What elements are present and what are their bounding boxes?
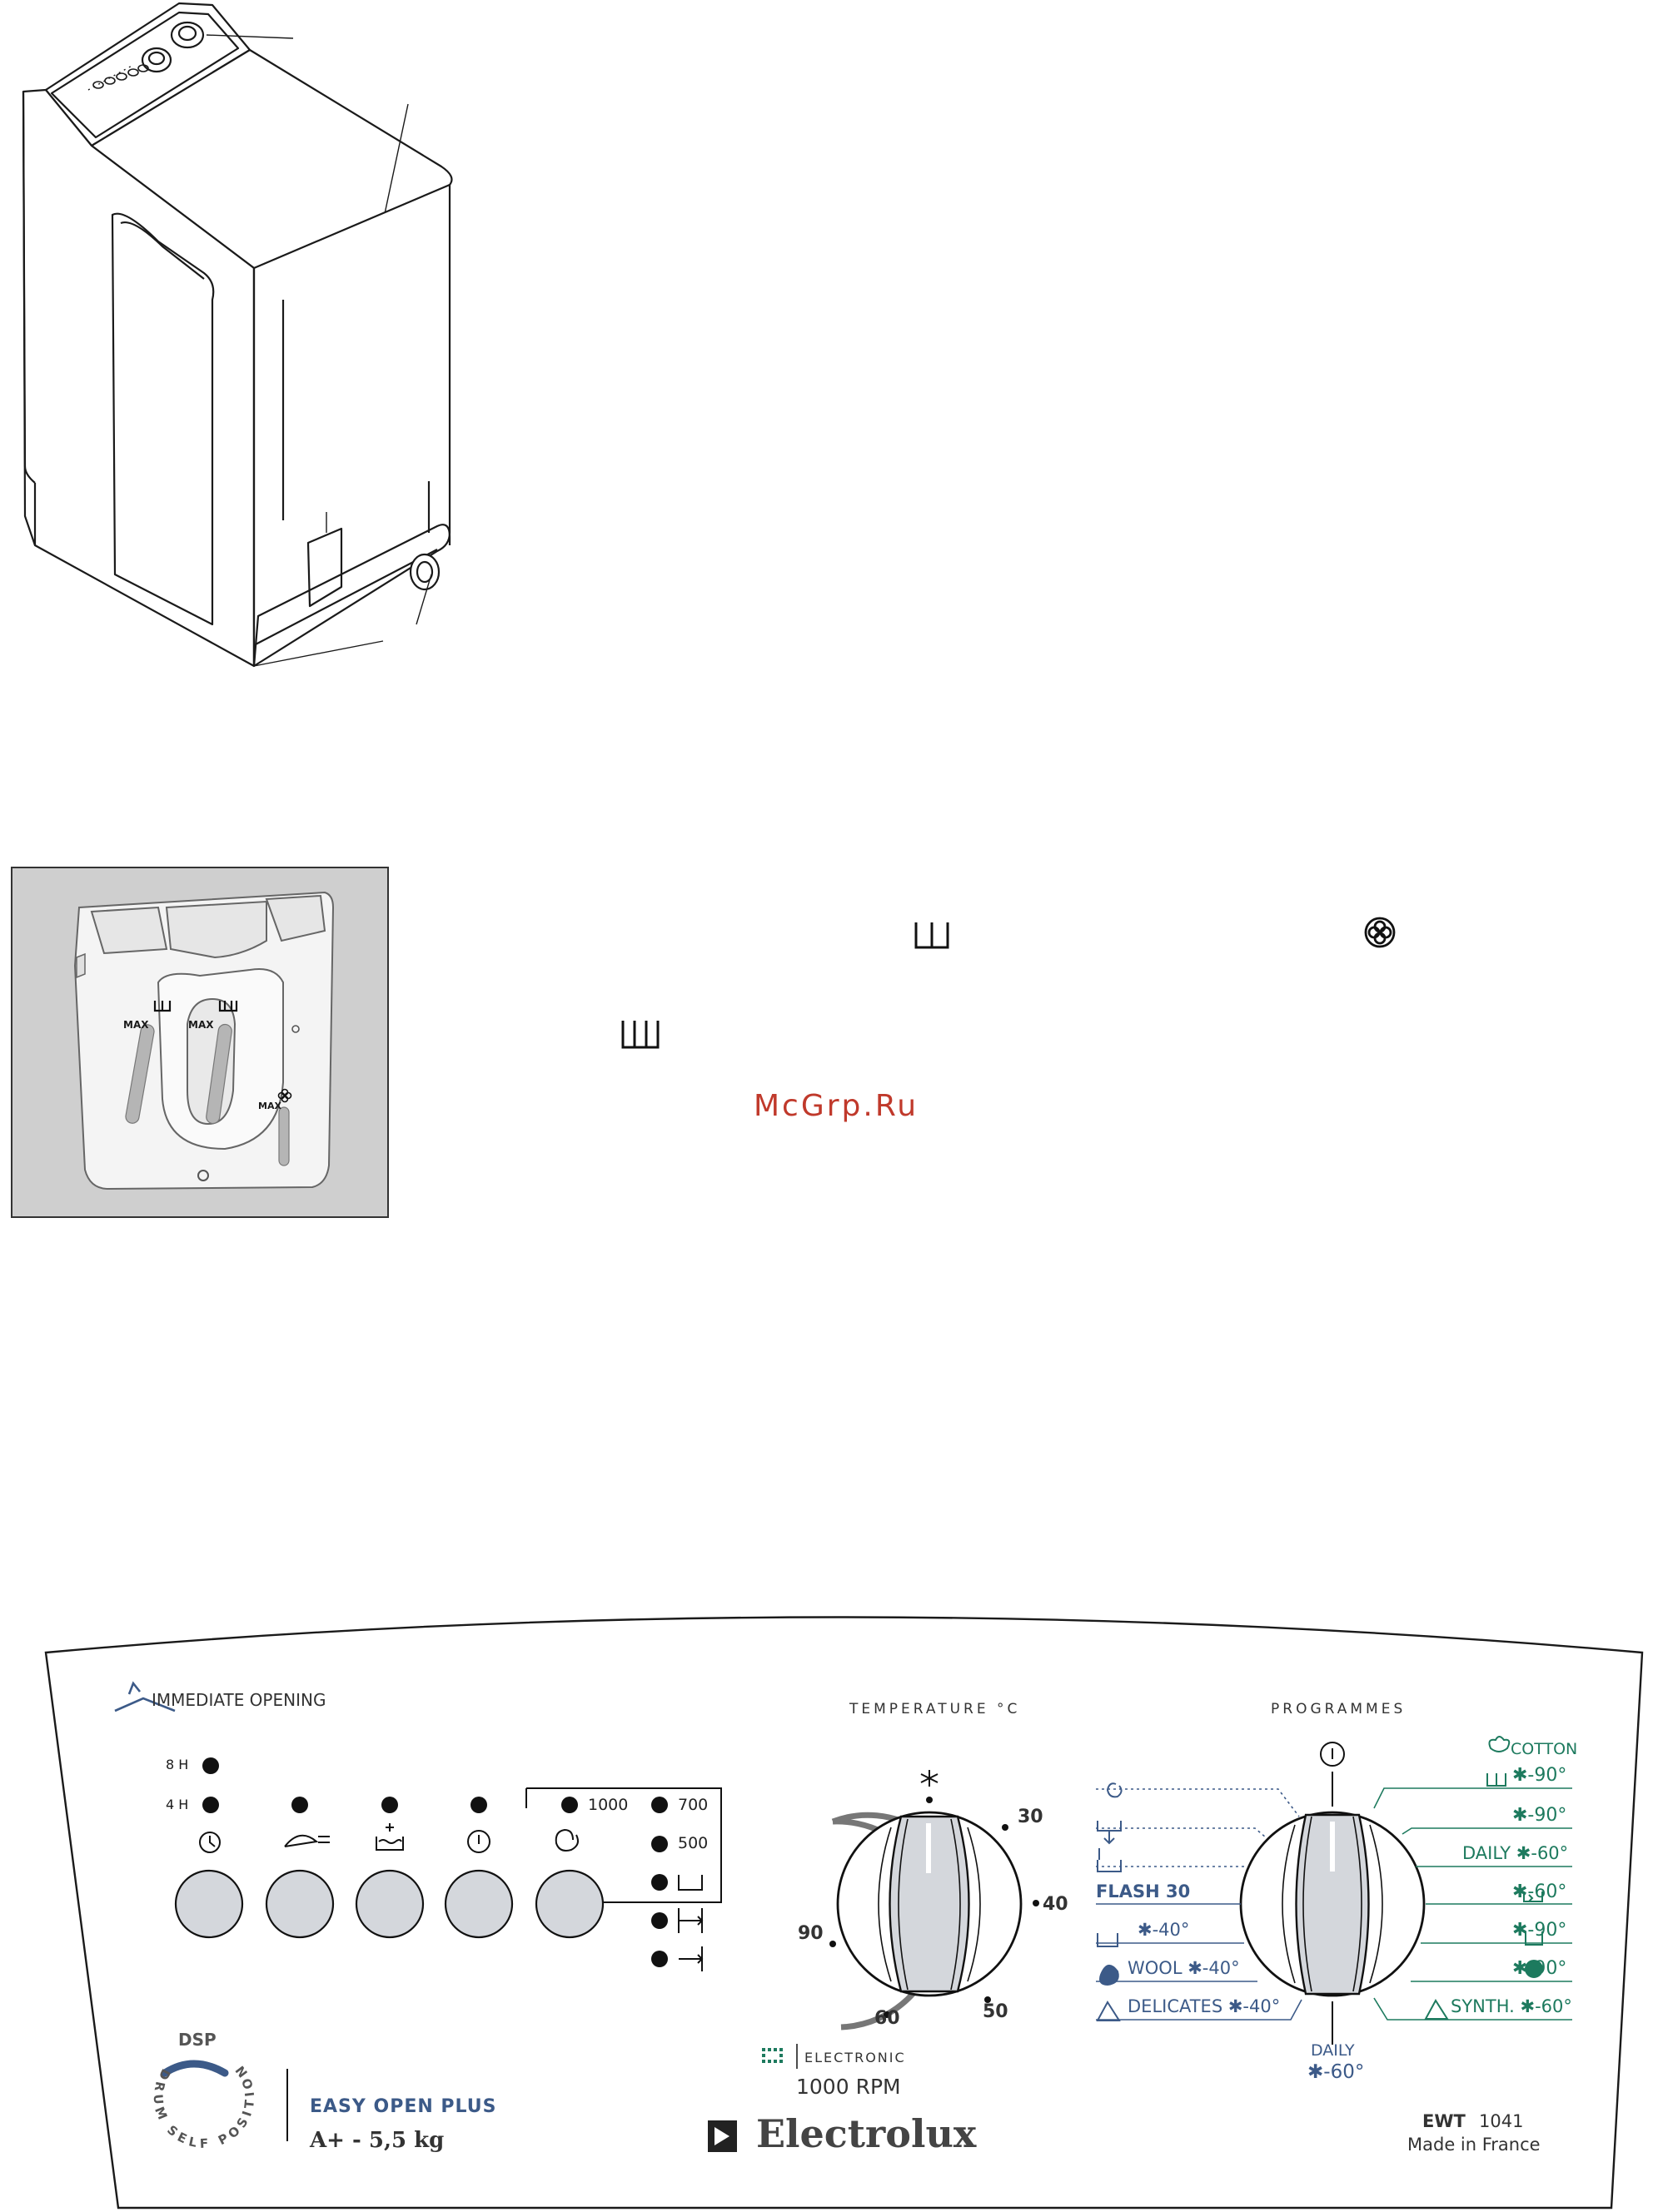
dsp-label: DSP [178, 2030, 217, 2050]
temp-90-label: 90 [798, 1923, 824, 1944]
rpm-label: 1000 RPM [796, 2075, 901, 2099]
programme-biological: ✱-90° [1512, 1958, 1567, 1979]
max-label-1: MAX [123, 1019, 149, 1031]
timer-8h-label: 8 H [166, 1757, 189, 1772]
temp-40-label: 40 [1043, 1894, 1068, 1915]
easy-open-plus-label: EASY OPEN PLUS [310, 2096, 497, 2117]
watermark-text: McGrp.Ru [754, 1089, 919, 1123]
programme-cotton-prewash: ✱-90° [1512, 1765, 1567, 1786]
washing-machine-illustration [22, 2, 453, 668]
programme-cotton-label: COTTON [1511, 1740, 1578, 1758]
energy-capacity-label: A+ - 5,5 kg [310, 2128, 445, 2153]
programme-synthetics: SYNTH. ✱-60° [1451, 1996, 1572, 2016]
max-label-2: MAX [188, 1019, 214, 1031]
programme-cotton: ✱-90° [1512, 1805, 1567, 1826]
programme-flash-30: FLASH 30 [1096, 1881, 1191, 1901]
programmes-title: PROGRAMMES [1271, 1701, 1407, 1717]
temp-60-label: 60 [874, 2008, 900, 2029]
programme-daily-bottom-label: DAILY [1311, 2041, 1355, 2060]
speed-500-label: 500 [678, 1834, 709, 1852]
programme-handwash: ✱-40° [1138, 1920, 1190, 1940]
programme-daily-bottom-temp: ✱-60° [1307, 2061, 1365, 2083]
speed-1000-label: 1000 [588, 1796, 629, 1814]
made-in-label: Made in France [1407, 2135, 1541, 2155]
model-number: 1041 [1479, 2111, 1524, 2131]
timer-4h-label: 4 H [166, 1797, 189, 1812]
temp-30-label: 30 [1018, 1807, 1043, 1827]
programme-wool: WOOL ✱-40° [1128, 1958, 1240, 1978]
electronic-label: ELECTRONIC [804, 2050, 906, 2065]
programme-quick: ✱-60° [1512, 1881, 1567, 1902]
temp-50-label: 50 [983, 2001, 1008, 2022]
svg-text:DRUM SELF POSITIONING: DRUM SELF POSITIONING [0, 0, 257, 2151]
max-label-3: MAX [258, 1101, 281, 1111]
speed-700-label: 700 [678, 1796, 709, 1814]
temperature-title: TEMPERATURE °C [849, 1701, 1021, 1717]
programme-economy: ✱-90° [1512, 1920, 1567, 1941]
model-name: EWT [1422, 2111, 1466, 2131]
programme-delicates: DELICATES ✱-40° [1128, 1996, 1281, 2016]
brand-logo-text: Electrolux [756, 2111, 977, 2156]
programme-daily: DAILY ✱-60° [1462, 1843, 1569, 1863]
immediate-opening-label: IMMEDIATE OPENING [152, 1690, 326, 1710]
